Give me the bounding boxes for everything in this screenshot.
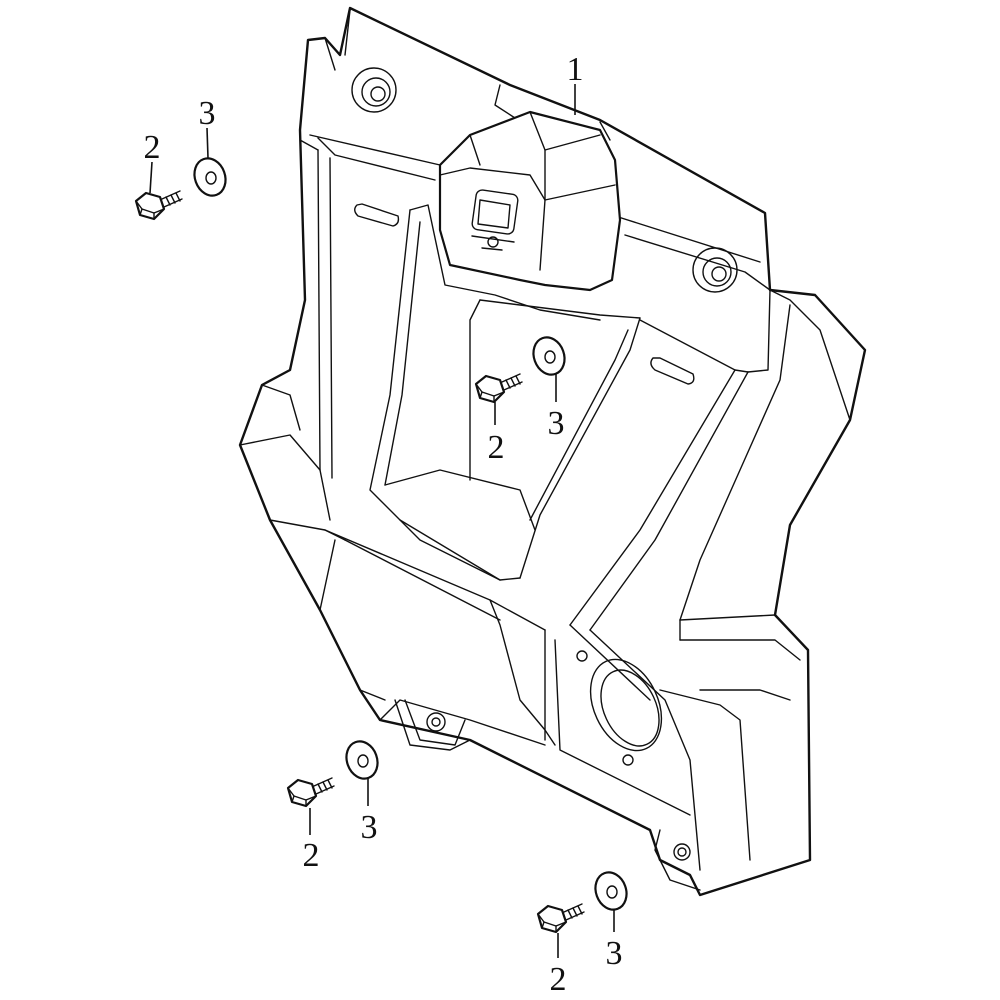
callout-washer: 3: [548, 405, 565, 442]
callout-bolt: 2: [488, 429, 505, 466]
callout-washer: 3: [361, 809, 378, 846]
bolt-icon: [286, 777, 335, 808]
bolt-icon: [474, 373, 523, 404]
panel-outline: [238, 6, 867, 897]
callout-bolt: 2: [303, 837, 320, 874]
washer-icon: [532, 336, 566, 376]
callout-washer: 3: [199, 95, 216, 132]
callout-bolt: 2: [144, 129, 161, 166]
callout-bolt: 2: [550, 961, 567, 998]
bolt-icon: [134, 190, 183, 221]
callout-washer: 3: [606, 935, 623, 972]
skid-plate-panel: [238, 6, 867, 897]
center-boss: [438, 110, 622, 292]
washer-icon: [193, 157, 227, 197]
washer-icon: [345, 740, 379, 780]
callout-part-1: 1: [567, 51, 584, 88]
bolt-icon: [536, 903, 585, 934]
washer-icon: [594, 871, 628, 911]
